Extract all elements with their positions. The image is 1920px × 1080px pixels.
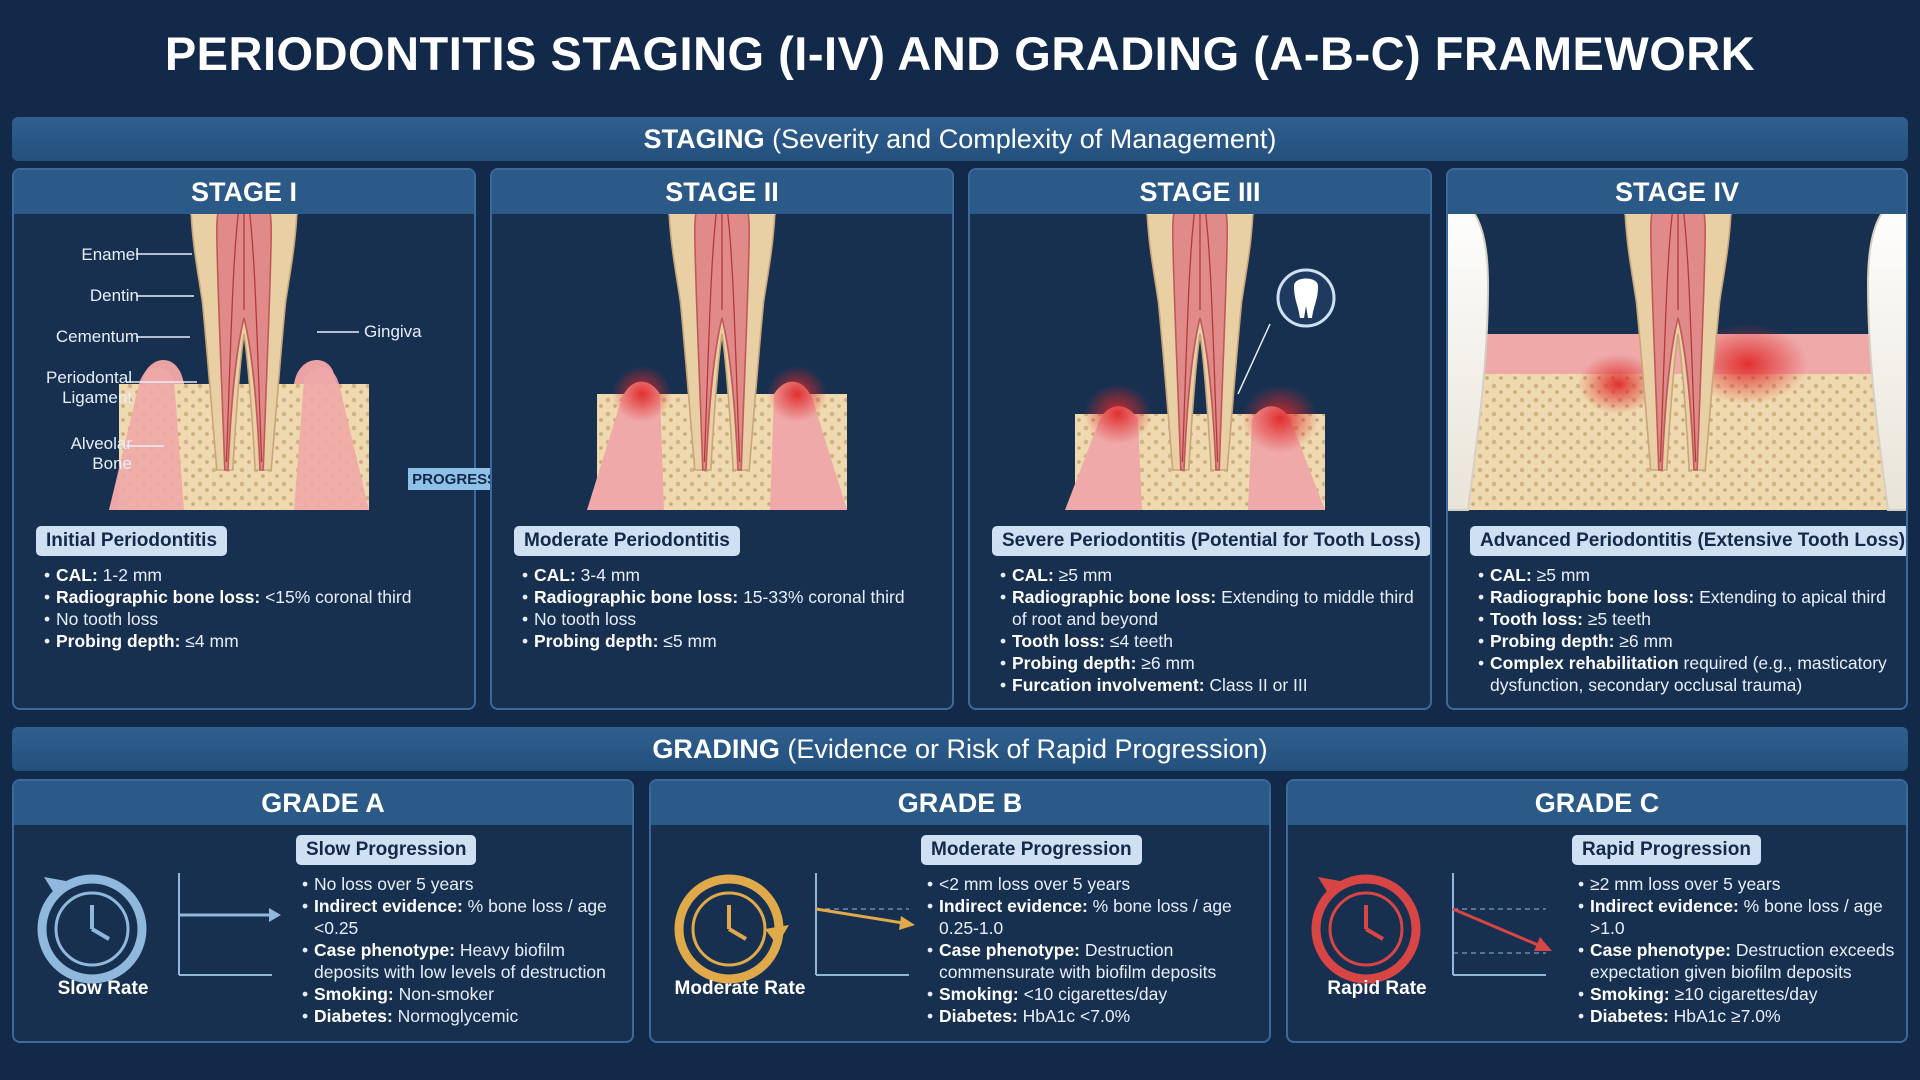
criterion: Smoking: Non-smoker <box>302 983 632 1005</box>
criterion: Probing depth: ≤5 mm <box>522 630 942 652</box>
flat-trend-chart-icon <box>178 873 281 976</box>
grade-b-name: Moderate Progression <box>921 835 1142 865</box>
staging-header-subtitle: (Severity and Complexity of Management) <box>764 124 1277 154</box>
page-title: PERIODONTITIS STAGING (I-IV) AND GRADING… <box>164 27 1756 80</box>
criterion: Indirect evidence: % bone loss / age 0.2… <box>927 895 1262 939</box>
stage-3-tooth-illustration <box>1065 214 1336 510</box>
criterion: ≥2 mm loss over 5 years <box>1578 873 1903 895</box>
criterion: Case phenotype: Destruction commensurate… <box>927 939 1262 983</box>
criterion: Complex rehabilitation required (e.g., m… <box>1478 652 1898 696</box>
stage-4-panel: STAGE IV Advanced Periodontitis (Extensi… <box>1446 168 1908 710</box>
label-enamel: Enamel <box>81 245 139 264</box>
stage-3-panel: STAGE III Severe Periodontitis (Potentia… <box>968 168 1432 710</box>
grade-a-criteria: No loss over 5 years Indirect evidence: … <box>302 873 632 1027</box>
stage-4-name: Advanced Periodontitis (Extensive Tooth … <box>1470 526 1906 556</box>
grading-header-subtitle: (Evidence or Risk of Rapid Progression) <box>779 734 1268 764</box>
criterion: Furcation involvement: Class II or III <box>1000 674 1420 696</box>
stage-2-tooth-illustration <box>587 214 847 510</box>
criterion: Tooth loss: ≥5 teeth <box>1478 608 1898 630</box>
stage-3-title: STAGE III <box>970 170 1430 214</box>
criterion: Case phenotype: Heavy biofilm deposits w… <box>302 939 632 983</box>
criterion: CAL: ≥5 mm <box>1000 564 1420 586</box>
stage-4-tooth-illustration <box>1448 214 1906 511</box>
criterion: Radiographic bone loss: <15% coronal thi… <box>44 586 464 608</box>
grading-header-bold: GRADING <box>652 734 780 764</box>
criterion: Diabetes: HbA1c ≥7.0% <box>1578 1005 1903 1027</box>
criterion: Radiographic bone loss: Extending to mid… <box>1000 586 1420 630</box>
criterion: CAL: 1-2 mm <box>44 564 464 586</box>
grade-a-title: GRADE A <box>14 781 632 825</box>
criterion: Diabetes: HbA1c <7.0% <box>927 1005 1262 1027</box>
grade-a-panel: GRADE A Slow Rate Slow Progression No lo… <box>12 779 634 1043</box>
stage-3-criteria: CAL: ≥5 mm Radiographic bone loss: Exten… <box>1000 564 1420 696</box>
label-cementum: Cementum <box>55 327 139 346</box>
rapid-trend-chart-icon <box>1452 873 1552 976</box>
slow-clock-icon <box>37 874 147 984</box>
grade-c-rate-graphic <box>1311 873 1552 984</box>
criterion: Probing depth: ≥6 mm <box>1478 630 1898 652</box>
grade-b-rate-graphic <box>674 873 915 984</box>
criterion: Tooth loss: ≤4 teeth <box>1000 630 1420 652</box>
label-alveolar-bone: Alveolar Bone <box>70 434 132 473</box>
criterion: Indirect evidence: % bone loss / age >1.… <box>1578 895 1903 939</box>
criterion: CAL: 3-4 mm <box>522 564 942 586</box>
stage-1-tooth-illustration <box>109 214 369 510</box>
label-dentin: Dentin <box>89 286 139 305</box>
grade-c-criteria: ≥2 mm loss over 5 years Indirect evidenc… <box>1578 873 1903 1027</box>
stage-2-panel: STAGE II Moderate Periodontitis CAL: 3-4… <box>490 168 954 710</box>
criterion: Probing depth: ≥6 mm <box>1000 652 1420 674</box>
criterion: Smoking: <10 cigarettes/day <box>927 983 1262 1005</box>
grade-c-title: GRADE C <box>1288 781 1906 825</box>
grade-a-rate-graphic <box>37 873 281 984</box>
stage-3-name: Severe Periodontitis (Potential for Toot… <box>992 526 1430 556</box>
moderate-trend-chart-icon <box>815 873 915 976</box>
grade-b-panel: GRADE B Moderate Rate Moderate Progressi… <box>649 779 1271 1043</box>
staging-header-bold: STAGING <box>643 124 765 154</box>
criterion: Probing depth: ≤4 mm <box>44 630 464 652</box>
label-gingiva: Gingiva <box>364 322 422 341</box>
stage-2-title: STAGE II <box>492 170 952 214</box>
grade-b-title: GRADE B <box>651 781 1269 825</box>
grading-header: GRADING (Evidence or Risk of Rapid Progr… <box>12 727 1908 771</box>
criterion: Smoking: ≥10 cigarettes/day <box>1578 983 1903 1005</box>
stage-1-name: Initial Periodontitis <box>36 526 228 556</box>
criterion: Indirect evidence: % bone loss / age <0.… <box>302 895 632 939</box>
grade-a-name: Slow Progression <box>296 835 477 865</box>
staging-header: STAGING (Severity and Complexity of Mana… <box>12 117 1908 161</box>
stage-1-panel: STAGE I Enamel Dentin Cementum Periodont… <box>12 168 476 710</box>
grade-c-name: Rapid Progression <box>1572 835 1761 865</box>
grade-b-rate: Moderate Rate <box>674 978 806 999</box>
rapid-clock-icon <box>1311 874 1421 984</box>
grade-c-panel: GRADE C Rapid Rate Rapid Progression ≥2 … <box>1286 779 1908 1043</box>
grade-a-rate: Slow Rate <box>57 978 149 999</box>
moderate-clock-icon <box>674 874 789 984</box>
label-periodontal-ligament: Periodontal Ligament <box>45 368 132 407</box>
criterion: Case phenotype: Destruction exceeds expe… <box>1578 939 1903 983</box>
criterion: Radiographic bone loss: 15-33% coronal t… <box>522 586 942 608</box>
grade-c-rate: Rapid Rate <box>1327 978 1427 999</box>
criterion: Diabetes: Normoglycemic <box>302 1005 632 1027</box>
grade-b-criteria: <2 mm loss over 5 years Indirect evidenc… <box>927 873 1262 1027</box>
criterion: Radiographic bone loss: Extending to api… <box>1478 586 1898 608</box>
stage-4-criteria: CAL: ≥5 mm Radiographic bone loss: Exten… <box>1478 564 1898 696</box>
stage-1-title: STAGE I <box>14 170 474 214</box>
criterion: CAL: ≥5 mm <box>1478 564 1898 586</box>
criterion: No tooth loss <box>44 608 464 630</box>
criterion: No tooth loss <box>522 608 942 630</box>
criterion: <2 mm loss over 5 years <box>927 873 1262 895</box>
stage-2-name: Moderate Periodontitis <box>514 526 740 556</box>
stage-2-criteria: CAL: 3-4 mm Radiographic bone loss: 15-3… <box>522 564 942 652</box>
criterion: No loss over 5 years <box>302 873 632 895</box>
stage-1-criteria: CAL: 1-2 mm Radiographic bone loss: <15%… <box>44 564 464 652</box>
stage-4-title: STAGE IV <box>1448 170 1906 214</box>
